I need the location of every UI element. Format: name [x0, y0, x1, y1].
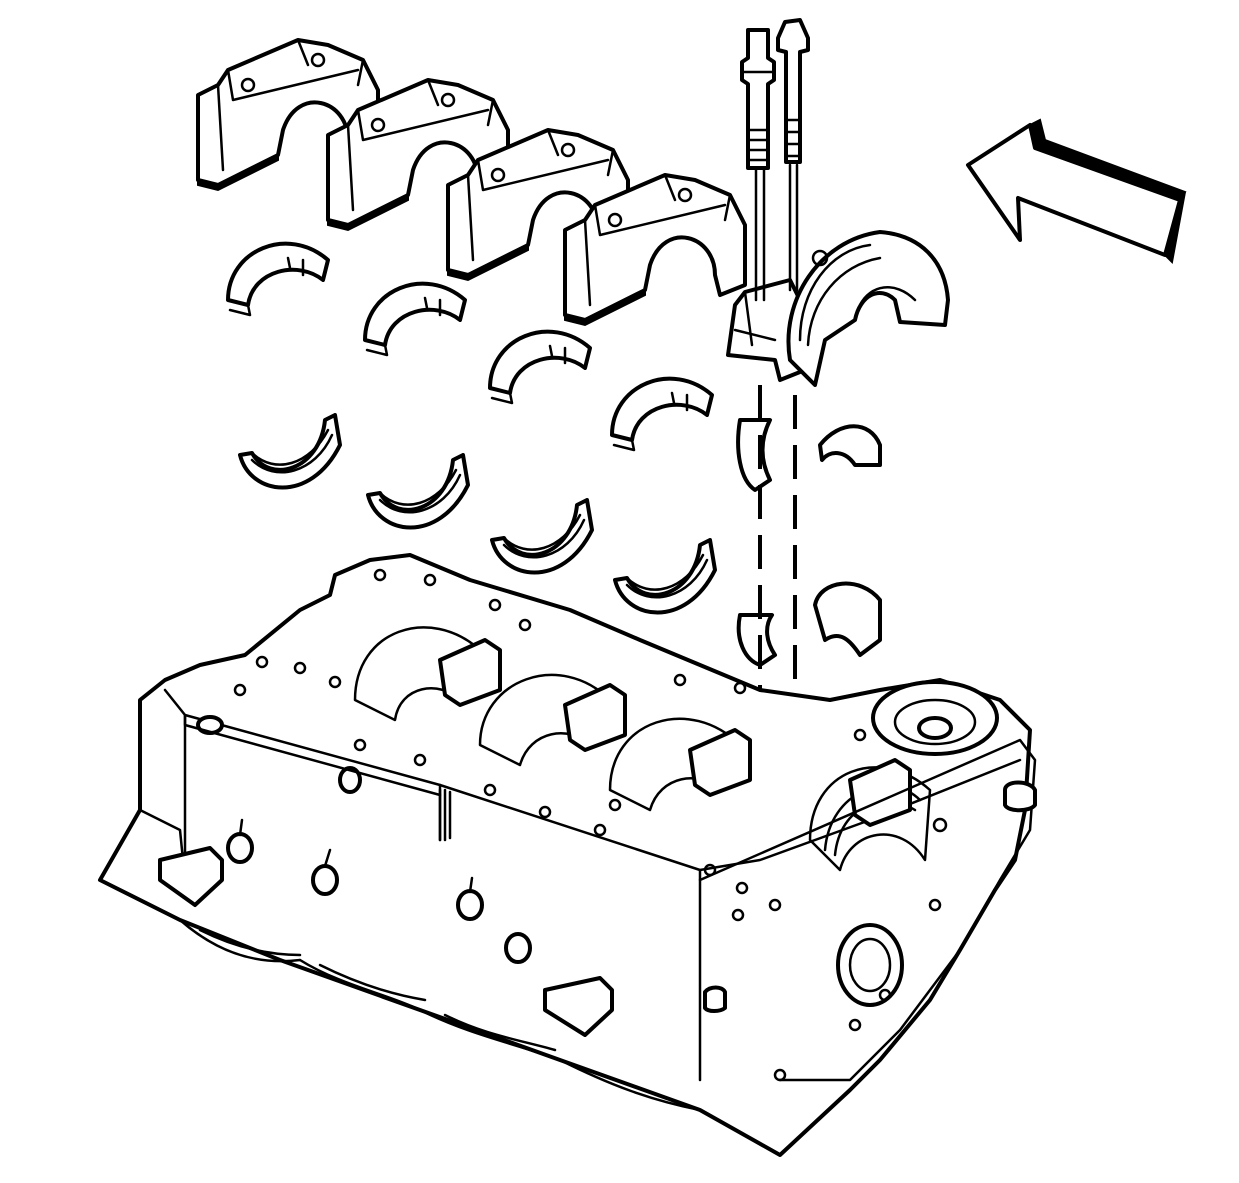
engine-block	[98, 553, 1037, 1157]
upper-bearing-shell-1	[226, 241, 330, 317]
cap-bolt	[776, 18, 810, 292]
lower-bearing-shell-2	[366, 453, 470, 530]
thrust-bearing	[786, 230, 950, 387]
upper-bearing-shell-4	[610, 376, 714, 452]
lower-bearing-shell-4	[613, 538, 717, 615]
upper-bearing-shell-3	[488, 329, 592, 405]
thrust-lower-shell-1	[736, 418, 882, 492]
upper-bearing-shell-2	[363, 281, 467, 357]
lower-bearing-shell-1	[238, 413, 342, 490]
thrust-lower-shell-2	[736, 581, 882, 667]
arrow-icon	[966, 118, 1187, 265]
cap-stud	[740, 28, 776, 302]
lower-bearing-shell-3	[490, 498, 594, 575]
